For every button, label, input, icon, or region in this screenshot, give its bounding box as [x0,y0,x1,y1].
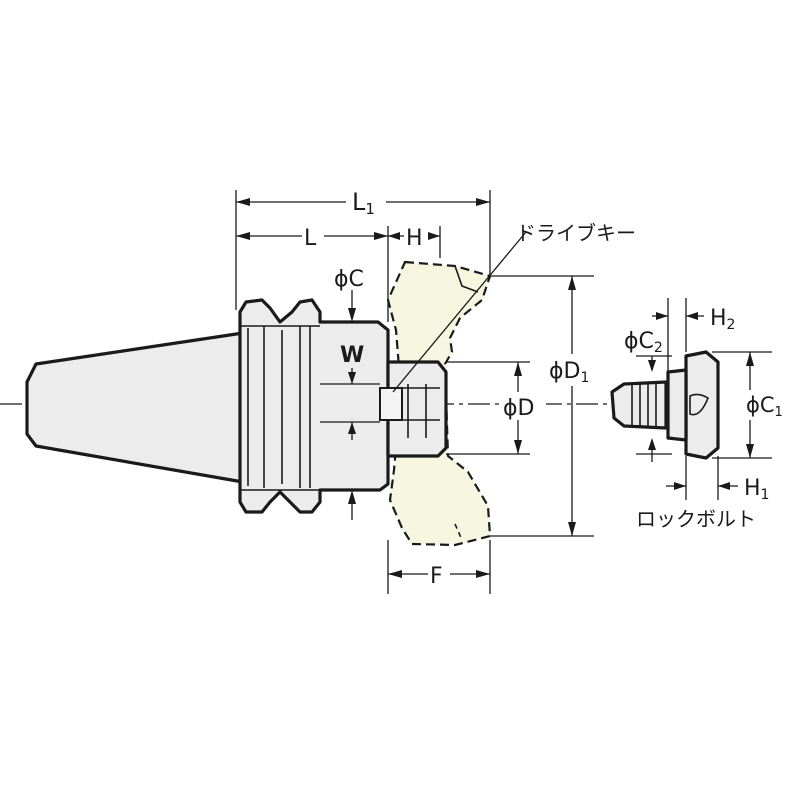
arrow [348,422,356,434]
arrow [674,482,686,490]
arrow [236,232,250,240]
lock-bolt-head [684,350,720,460]
arrow [514,440,522,454]
arrow [374,232,388,240]
arrow [656,312,668,320]
arrow [388,570,402,578]
label-H: H [406,226,423,251]
arrow [718,482,730,490]
arrow [348,308,356,322]
lock-bolt-collar [666,368,688,442]
label-L: L [304,226,317,251]
arrow [568,276,576,290]
label-L1: L1 [352,188,375,218]
label-W: W [340,343,364,368]
label-drive-key: ドライブキー [516,221,636,245]
flange [238,298,390,514]
cutter-notch-bottom [454,523,463,541]
cutter-notch-top [454,265,479,293]
arrow [388,232,400,240]
arrow [746,352,754,366]
label-phiD1: ϕD1 [549,359,589,386]
bolt-hex-socket [689,393,709,416]
taper-shank [25,331,245,484]
pilot-nose [386,360,448,458]
label-F: F [430,564,443,589]
arrow [648,438,656,450]
leader-drive-key [392,243,517,393]
key-slot-lines [380,387,440,421]
label-lock-bolt: ロックボルト [636,507,756,531]
arrow [514,362,522,376]
label-phiC2: ϕC2 [624,329,663,356]
arrow [428,232,440,240]
arrow [648,360,656,372]
label-H2: H2 [710,306,735,333]
label-H1: H1 [744,476,769,503]
arrow [236,198,250,206]
arrow [686,312,698,320]
label-phiC: ϕC [334,267,364,292]
label-phiD: ϕD [503,396,534,421]
arrow [746,444,754,458]
arrow [476,198,490,206]
arrow [476,570,490,578]
drive-key [379,387,403,421]
lock-bolt-thread [610,380,668,430]
arrow [568,522,576,536]
label-phiC1: ϕC1 [746,393,783,420]
bolt-thread-lines [631,382,657,428]
arrow [348,372,356,384]
leader-drive-key-tip [515,231,527,245]
arrow [348,490,356,504]
